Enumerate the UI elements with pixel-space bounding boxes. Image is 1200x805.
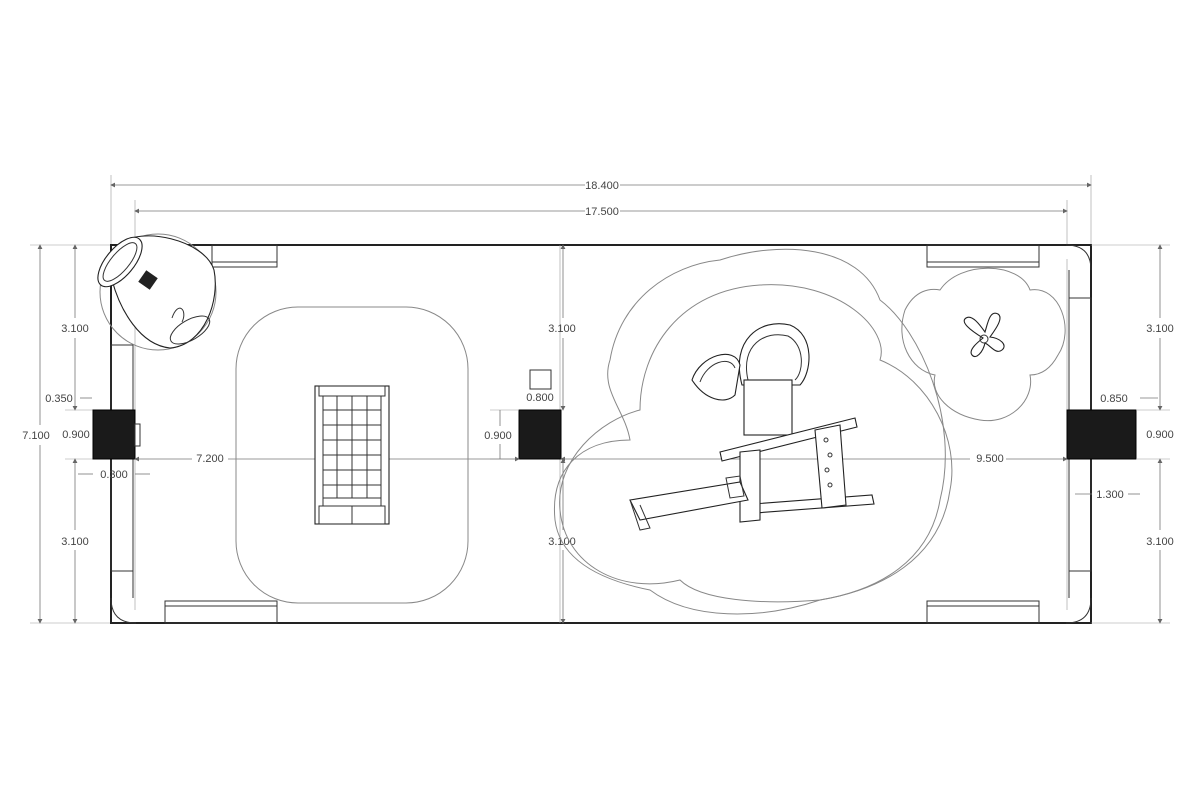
overall-width-label: 18.400 xyxy=(585,180,619,192)
right-bottom-label: 3.100 xyxy=(1146,536,1174,548)
rocker-climber xyxy=(314,385,390,525)
center-square-label: 0.800 xyxy=(526,392,554,404)
tri-spinner xyxy=(963,312,1005,358)
overall-width-dimension: 18.400 xyxy=(110,175,1092,245)
right-offset-label: 1.300 xyxy=(1096,489,1124,501)
left-top-label: 3.100 xyxy=(61,323,89,335)
left-gap-label: 0.350 xyxy=(45,393,73,405)
left-post-label: 0.900 xyxy=(62,429,90,441)
left-height-label: 7.100 xyxy=(22,430,50,442)
center-top-label: 3.100 xyxy=(548,323,576,335)
center-post xyxy=(518,409,562,460)
left-span-label: 7.200 xyxy=(196,453,224,465)
right-span-label: 9.500 xyxy=(976,453,1004,465)
right-post-label: 0.900 xyxy=(1146,429,1174,441)
tower-safety-zone-2 xyxy=(559,284,953,603)
center-post-label: 0.900 xyxy=(484,430,512,442)
right-gate-post xyxy=(1066,409,1137,460)
play-tower-with-slides xyxy=(629,323,875,531)
tower-safety-zone-1 xyxy=(553,248,946,615)
left-height-dimension: 7.100 3.100 3.100 0.350 0.900 xyxy=(22,244,111,624)
left-post-width-label: 0.300 xyxy=(100,469,128,481)
right-top-label: 3.100 xyxy=(1146,323,1174,335)
left-gate-post xyxy=(92,409,136,460)
left-bottom-label: 3.100 xyxy=(61,536,89,548)
inner-width-label: 17.500 xyxy=(585,206,619,218)
inner-width-dimension: 17.500 xyxy=(134,200,1068,245)
spinner-safety-zone xyxy=(901,267,1066,422)
right-dimensions: 3.100 3.100 0.850 0.900 1.300 xyxy=(1075,244,1174,624)
span-dimensions: 7.200 9.500 0.300 xyxy=(78,453,1068,481)
center-dimensions: 3.100 3.100 0.900 0.800 xyxy=(484,244,576,624)
center-square xyxy=(529,369,552,390)
right-gap-label: 0.850 xyxy=(1100,393,1128,405)
rocker-safety-zone xyxy=(235,306,469,604)
spinner-bowl xyxy=(97,233,217,351)
